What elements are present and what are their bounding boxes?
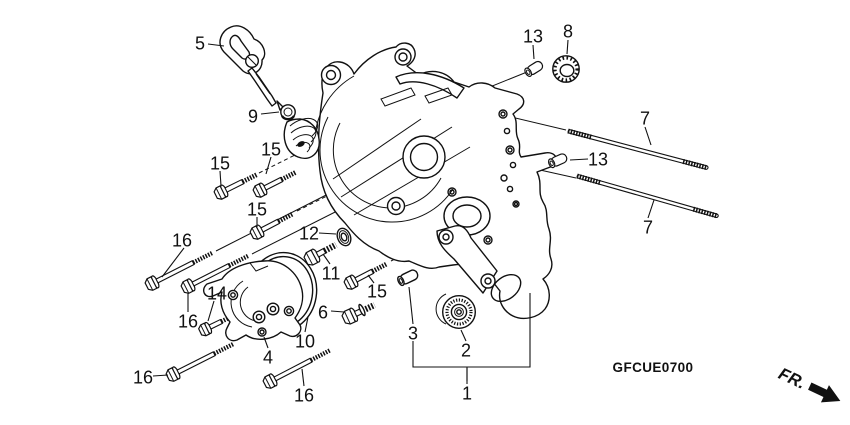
leader-16-c xyxy=(152,374,169,377)
bolt-6 xyxy=(341,298,378,325)
leader-2 xyxy=(460,329,467,342)
engine-hanger-arm xyxy=(436,224,498,294)
collar xyxy=(397,269,419,287)
sealing-washer-12 xyxy=(336,227,352,247)
crankcase-body xyxy=(314,42,558,320)
long-bolt-16-c xyxy=(165,338,237,383)
leader-3 xyxy=(408,286,414,325)
stud-bolt-upper xyxy=(567,128,709,170)
callout-10: 10 xyxy=(295,332,315,352)
leader-6 xyxy=(330,310,345,313)
callout-15-b: 15 xyxy=(261,140,281,160)
callout-7-top: 7 xyxy=(640,109,650,129)
leader-10 xyxy=(304,316,309,333)
callout-16-b: 16 xyxy=(178,312,198,332)
leader-7-top xyxy=(644,126,652,146)
callout-6: 6 xyxy=(318,303,328,323)
dipstick-o-ring xyxy=(280,104,296,121)
fr-direction-marker: FR. xyxy=(776,364,841,403)
kick-cover xyxy=(203,260,304,342)
leader-8 xyxy=(566,39,569,55)
leader-13-right xyxy=(569,158,589,161)
callout-16-d: 16 xyxy=(294,386,314,406)
callout-15-a: 15 xyxy=(210,154,230,174)
leader-15-a xyxy=(219,170,222,187)
callout-16-a: 16 xyxy=(172,231,192,251)
callout-11: 11 xyxy=(322,264,341,284)
oil-seal xyxy=(552,55,580,83)
diagram-code: GFCUE0700 xyxy=(613,360,694,375)
leader-9 xyxy=(260,111,280,115)
callout-8: 8 xyxy=(563,22,573,42)
leader-12 xyxy=(318,232,337,235)
callout-1: 1 xyxy=(462,384,472,404)
callout-4: 4 xyxy=(263,348,273,368)
leader-16-a xyxy=(161,247,185,278)
fr-arrow-icon xyxy=(808,382,841,403)
leader-7-bottom xyxy=(647,199,655,219)
leader-13-top xyxy=(532,44,535,60)
leader-15-d xyxy=(367,274,375,284)
oil-dipstick xyxy=(219,25,284,111)
callout-14: 14 xyxy=(207,284,227,304)
callout-13-right: 13 xyxy=(588,150,608,170)
callout-15-c: 15 xyxy=(247,200,267,220)
flange-bolt-15-b xyxy=(252,167,299,199)
callout-9: 9 xyxy=(248,107,258,127)
callout-16-c: 16 xyxy=(133,368,153,388)
leader-14 xyxy=(207,300,215,322)
callout-3: 3 xyxy=(408,324,418,344)
callout-2: 2 xyxy=(461,341,471,361)
callout-5: 5 xyxy=(195,34,205,54)
leader-16-d xyxy=(301,368,305,387)
fr-label: FR. xyxy=(776,364,809,393)
callout-12: 12 xyxy=(299,224,319,244)
leader-15-b xyxy=(265,156,272,175)
stud-bolt-lower xyxy=(576,173,719,219)
leader-5 xyxy=(207,43,225,47)
filler-neck-spring xyxy=(283,117,320,159)
dowel-pin-top xyxy=(522,59,545,79)
callout-13-top: 13 xyxy=(523,27,543,47)
callout-7-bottom: 7 xyxy=(643,218,653,238)
callout-15-d: 15 xyxy=(367,282,387,302)
tensioner-roller xyxy=(435,293,477,330)
leader-4 xyxy=(263,336,269,349)
bolt-6-washer xyxy=(358,303,366,317)
leader-11 xyxy=(322,253,331,265)
